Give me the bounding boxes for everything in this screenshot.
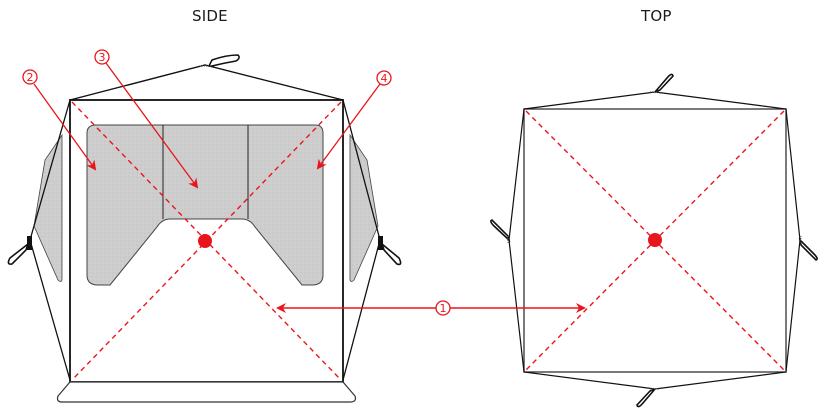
callout-2: 2 (22, 69, 97, 171)
callout-2-number: 2 (27, 71, 34, 84)
side-roof-outline (69, 64, 344, 101)
top-center-point (648, 233, 662, 247)
side-front-window-mesh (86, 124, 324, 286)
callout-4: 4 (316, 70, 392, 170)
top-north-handle-icon (650, 73, 674, 93)
top-main-frame (523, 108, 787, 373)
side-base-floor (56, 381, 357, 403)
side-left-handle-icon (7, 236, 32, 265)
top-view (490, 73, 818, 408)
callout-3-number: 3 (99, 51, 106, 64)
callout-3: 3 (94, 49, 199, 189)
top-south-handle-icon (636, 388, 660, 408)
top-outer-outline (508, 91, 801, 390)
callout-1-number: 1 (440, 302, 447, 315)
callout-4-number: 4 (381, 72, 388, 85)
callout-1: 1 (276, 300, 586, 316)
side-left-wing-mesh (33, 133, 63, 282)
side-view-label: SIDE (192, 7, 228, 25)
side-top-handle-icon (200, 54, 240, 67)
top-west-handle-icon (490, 219, 511, 244)
side-center-point (198, 234, 212, 248)
side-right-handle-icon (378, 236, 402, 266)
top-view-label: TOP (641, 7, 672, 25)
side-right-wing-mesh (349, 133, 379, 282)
top-east-handle-icon (798, 236, 818, 261)
side-view (7, 54, 402, 403)
